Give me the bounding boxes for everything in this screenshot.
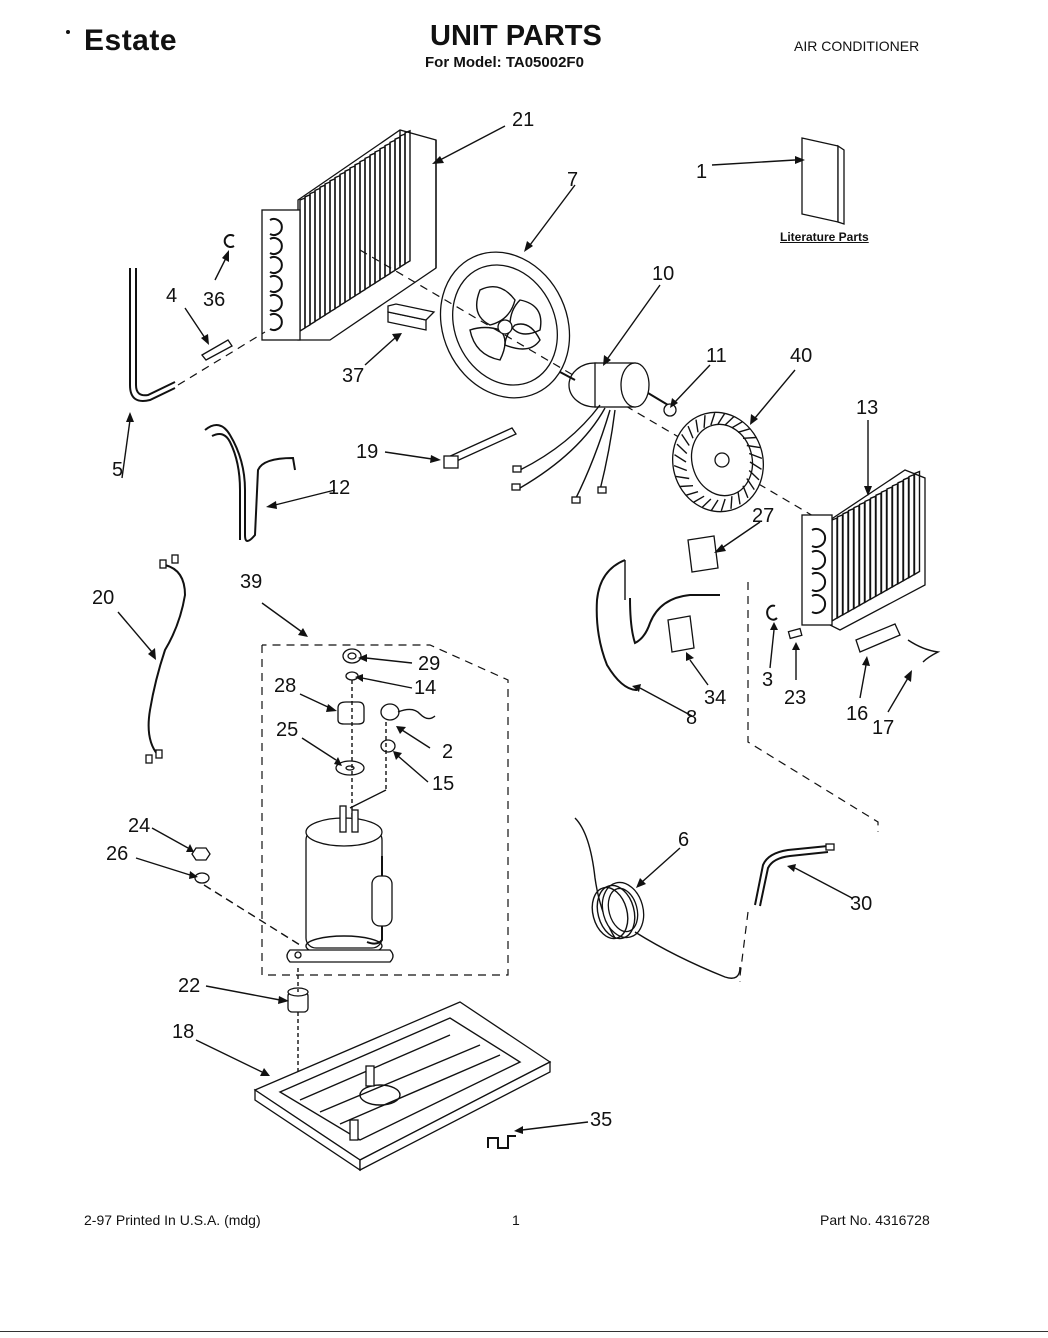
callout-11: 11 xyxy=(706,345,727,367)
part-nut-24 xyxy=(151,827,211,861)
part-fan-shroud xyxy=(439,184,576,399)
callout-34: 34 xyxy=(704,687,726,709)
page-title: UNIT PARTS xyxy=(430,20,602,52)
callout-7: 7 xyxy=(567,169,578,191)
part-block-37 xyxy=(364,303,436,366)
part-bracket-16 xyxy=(855,623,901,699)
part-terminal-cover-28 xyxy=(299,693,365,725)
part-washer-14 xyxy=(345,671,413,689)
callout-3: 3 xyxy=(762,669,773,691)
callout-39: 39 xyxy=(240,571,262,593)
callout-17: 17 xyxy=(872,717,894,739)
part-compressor-kit xyxy=(261,602,509,976)
part-tube-8 xyxy=(595,559,720,717)
part-clip-35 xyxy=(487,1121,589,1149)
callout-26: 26 xyxy=(106,843,128,865)
callout-22: 22 xyxy=(178,975,200,997)
callout-37: 37 xyxy=(342,365,364,387)
callout-5: 5 xyxy=(112,459,123,481)
brand-mark xyxy=(66,30,70,34)
callout-28: 28 xyxy=(274,675,296,697)
part-number: Part No. 4316728 xyxy=(820,1212,930,1228)
part-tube-30 xyxy=(754,843,853,907)
callout-27: 27 xyxy=(752,505,774,527)
part-overload-2 xyxy=(380,703,436,749)
part-compressor xyxy=(286,805,394,963)
callout-6: 6 xyxy=(678,829,689,851)
part-nut-11 xyxy=(663,364,711,417)
callout-21: 21 xyxy=(512,109,534,131)
part-washer-26 xyxy=(135,857,210,884)
part-drier-4 xyxy=(184,307,233,361)
part-blower-wheel xyxy=(671,369,796,513)
callout-12: 12 xyxy=(328,477,350,499)
part-pin-23 xyxy=(787,627,803,680)
callout-20: 20 xyxy=(92,587,114,609)
part-grommet-29 xyxy=(342,648,413,664)
callout-25: 25 xyxy=(276,719,298,741)
literature-parts-label: Literature Parts xyxy=(780,230,869,244)
part-pad-27 xyxy=(687,521,761,573)
callout-2: 2 xyxy=(442,741,453,763)
part-clip-17 xyxy=(887,639,941,713)
callout-19: 19 xyxy=(356,441,378,463)
part-wire-20 xyxy=(117,554,187,764)
part-harness-19 xyxy=(384,427,517,469)
part-base-pan-18 xyxy=(195,1001,552,1172)
part-gasket-25 xyxy=(301,737,365,776)
callout-35: 35 xyxy=(590,1109,612,1131)
part-capillary-5 xyxy=(121,268,266,479)
part-tube-12 xyxy=(204,424,336,542)
callout-29: 29 xyxy=(418,653,440,675)
print-info: 2-97 Printed In U.S.A. (mdg) xyxy=(84,1212,261,1228)
part-evaporator xyxy=(801,420,926,631)
part-clip-36 xyxy=(214,234,235,281)
callout-18: 18 xyxy=(172,1021,194,1043)
callout-14: 14 xyxy=(414,677,436,699)
product-category: AIR CONDITIONER xyxy=(794,38,920,54)
part-condenser xyxy=(261,125,506,341)
bottom-rule xyxy=(0,1331,1048,1332)
callout-8: 8 xyxy=(686,707,697,729)
callout-40: 40 xyxy=(790,345,812,367)
callout-30: 30 xyxy=(850,893,872,915)
model-subtitle: For Model: TA05002F0 xyxy=(425,54,584,71)
part-literature xyxy=(711,137,845,225)
callout-24: 24 xyxy=(128,815,150,837)
part-grommet-15 xyxy=(380,739,429,783)
callout-4: 4 xyxy=(166,285,177,307)
part-clip-3 xyxy=(766,604,778,669)
page-number: 1 xyxy=(512,1212,520,1228)
brand-logo: Estate xyxy=(84,24,178,57)
callout-36: 36 xyxy=(203,289,225,311)
callout-16: 16 xyxy=(846,703,868,725)
part-coil-6 xyxy=(574,817,741,979)
part-pad-34 xyxy=(667,615,709,686)
callout-23: 23 xyxy=(784,687,806,709)
callout-15: 15 xyxy=(432,773,454,795)
callout-13: 13 xyxy=(856,397,878,419)
callout-1: 1 xyxy=(696,161,707,183)
part-mount-22 xyxy=(205,985,309,1013)
part-motor xyxy=(511,284,669,504)
callout-10: 10 xyxy=(652,263,674,285)
